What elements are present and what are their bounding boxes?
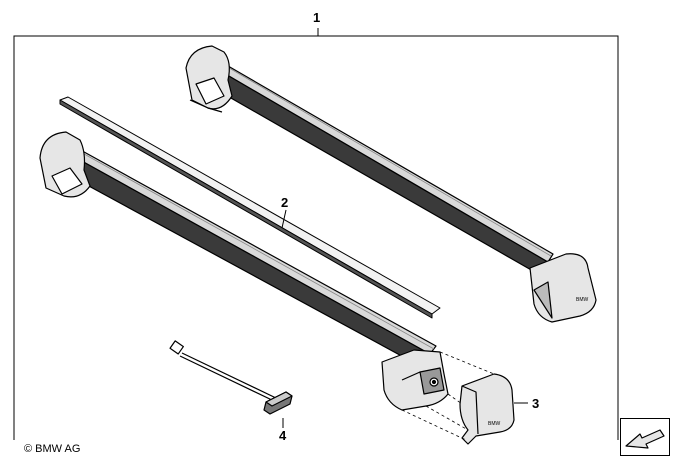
callout-rubber-strip: 2: [281, 195, 288, 210]
end-cap-logo: BMW: [488, 421, 501, 427]
callout-key: 4: [279, 428, 287, 443]
front-roof-bar: [39, 131, 449, 411]
arrow-down-left-icon: [620, 418, 670, 456]
callout-end-cap: 3: [532, 396, 539, 411]
callout-assembly: 1: [313, 10, 320, 25]
rubber-strip: [59, 96, 441, 319]
end-cap: [459, 373, 515, 445]
diagram-frame: [13, 28, 619, 440]
leader-lines: [281, 209, 528, 428]
rear-end-cap-logo: BMW: [576, 297, 589, 303]
rear-roof-bar: [185, 45, 597, 323]
key: [169, 340, 293, 415]
copyright-label: © BMW AG: [24, 443, 81, 455]
assembly-dashed-lines: [401, 351, 495, 441]
navigation-arrow-button[interactable]: [620, 418, 670, 456]
